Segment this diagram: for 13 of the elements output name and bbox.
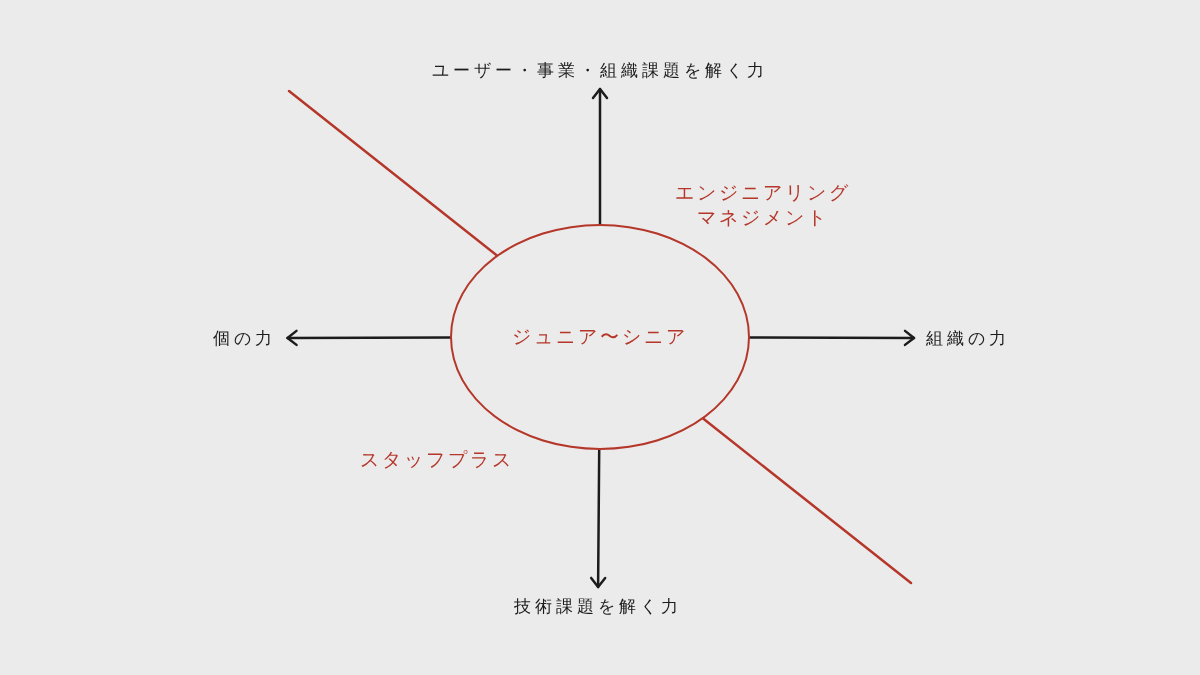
divider-line xyxy=(702,417,913,585)
divider-line xyxy=(287,89,498,257)
arrow xyxy=(286,329,452,347)
axis-label: 技術課題を解く力 xyxy=(502,587,694,625)
arrow xyxy=(591,87,609,226)
arrow xyxy=(748,329,916,347)
axis-label: 個の力 xyxy=(200,319,288,357)
arrow xyxy=(589,448,607,589)
region-label: スタッフプラス xyxy=(359,447,515,472)
ellipse-label: ジュニア〜シニア xyxy=(512,324,688,349)
region-label: エンジニアリングマネジメント xyxy=(674,180,852,230)
axis-label: ユーザー・事業・組織課題を解く力 xyxy=(420,51,780,89)
axis-label: 組織の力 xyxy=(914,319,1022,357)
